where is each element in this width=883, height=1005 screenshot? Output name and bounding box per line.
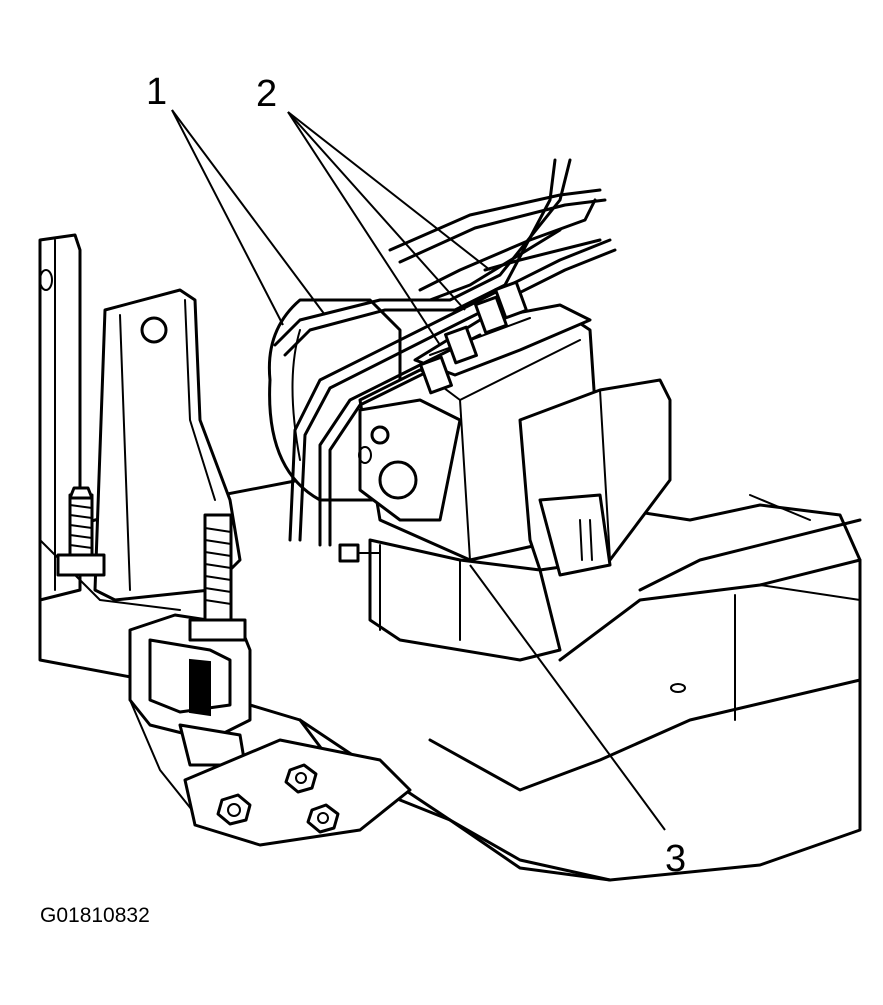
leader-2b [287,111,466,311]
frame-crossmember [38,468,862,882]
leader-1a [171,109,326,316]
leader-2c [287,111,441,346]
brake-pipes [273,158,617,547]
callout-1: 1 [146,71,168,113]
callout-2: 2 [256,73,278,115]
lower-plate [183,738,412,847]
mount-box [128,613,351,841]
left-stud [56,486,106,577]
leader-3 [469,564,666,831]
figure-id: G01810832 [40,904,150,927]
leader-2a [287,111,491,271]
center-stud [188,513,247,642]
callout-3: 3 [665,838,687,880]
callout-leaders [171,109,666,831]
leader-1b [171,109,284,326]
abs-modulator [267,298,672,662]
